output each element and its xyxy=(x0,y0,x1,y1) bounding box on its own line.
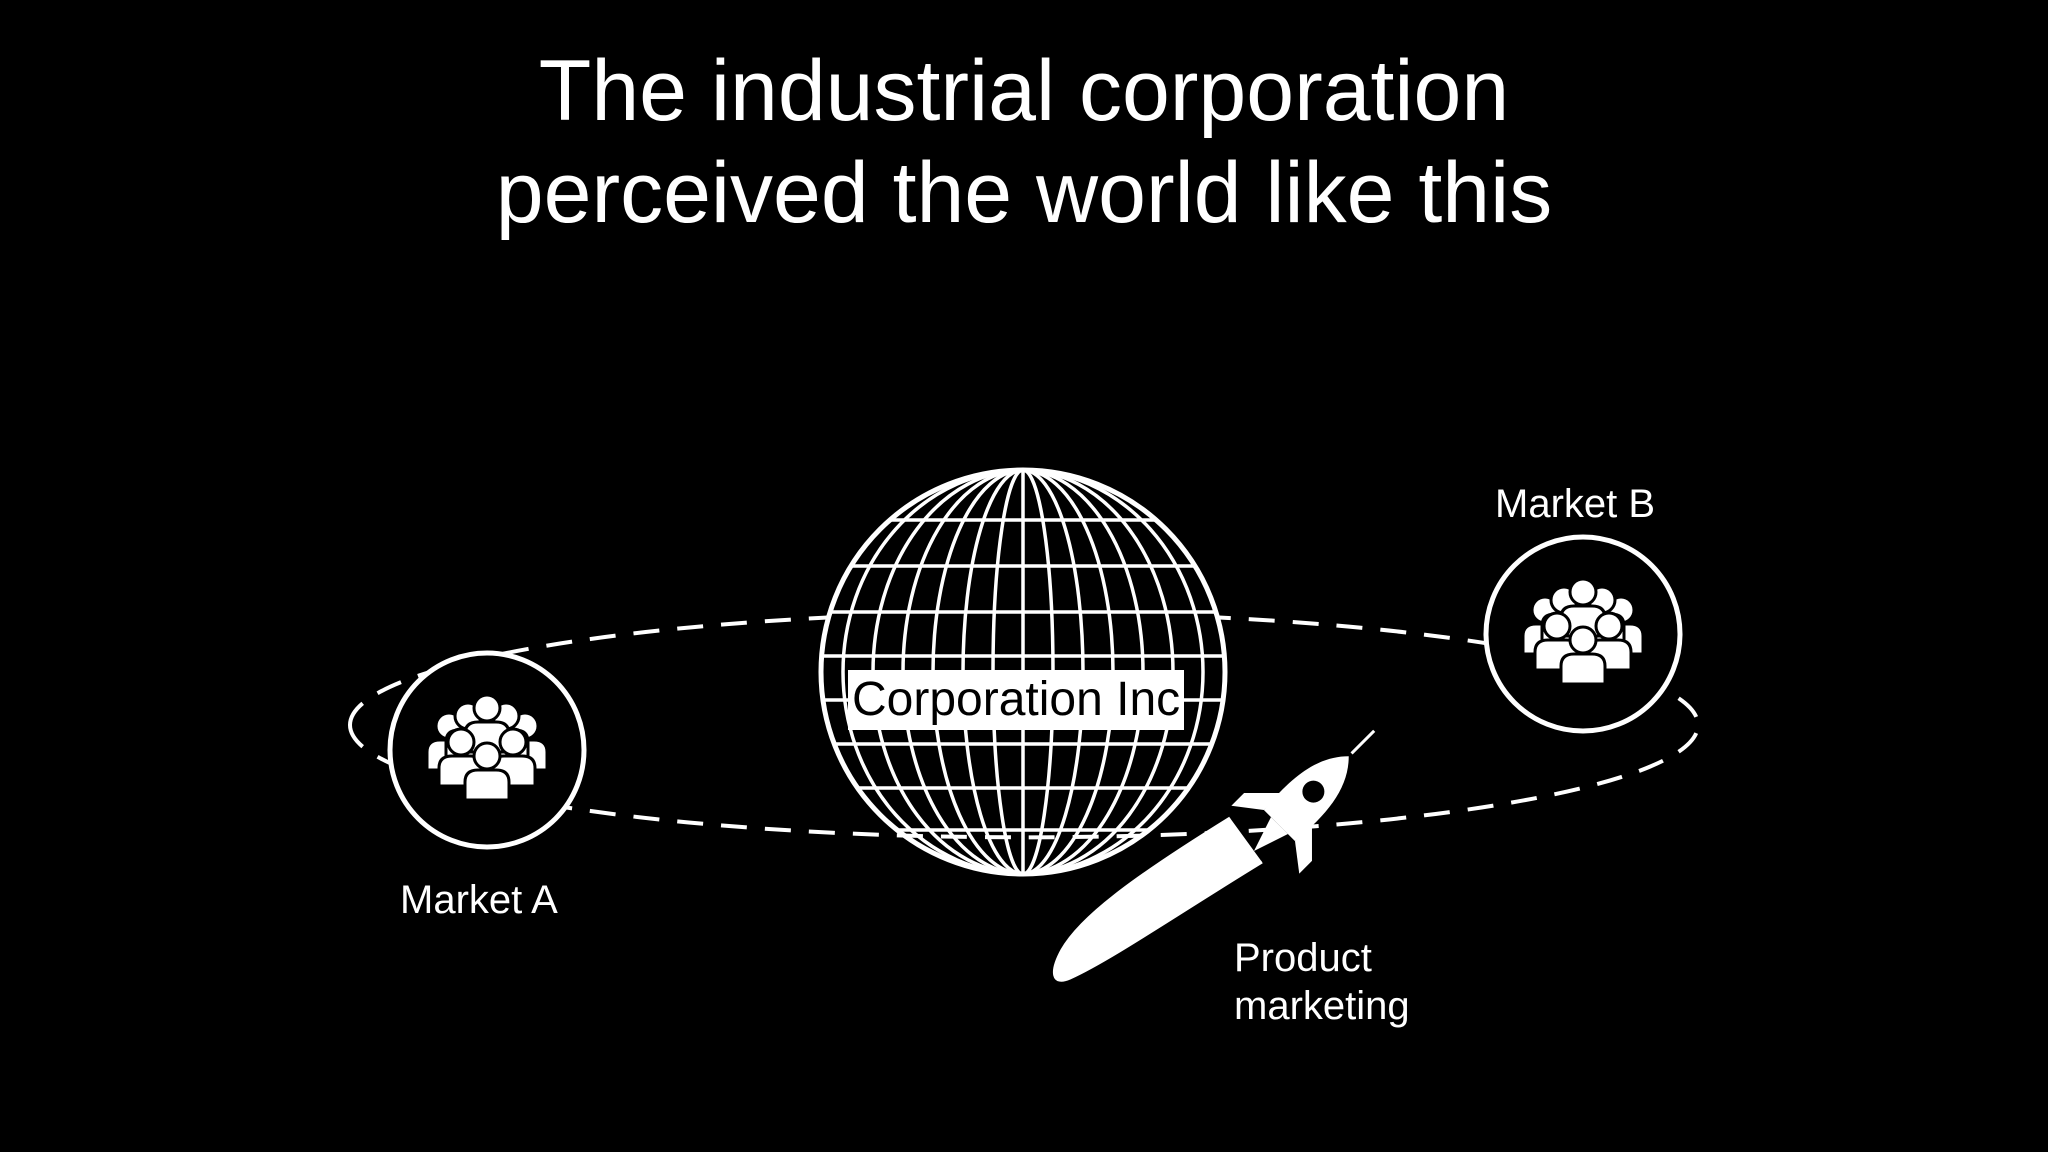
title-line-1: The industrial corporation xyxy=(538,43,1510,139)
corporation-label: Corporation Inc xyxy=(848,670,1185,730)
rocket-trail-path xyxy=(1053,816,1263,982)
rocket-icon xyxy=(1231,729,1376,874)
market-a-node xyxy=(387,650,587,850)
market-b-node xyxy=(1483,534,1683,734)
market-a-label: Market A xyxy=(400,878,558,922)
product-marketing-label: Product marketing xyxy=(1234,934,1410,1030)
title-line-2: perceived the world like this xyxy=(495,145,1553,241)
market-b-label: Market B xyxy=(1495,482,1656,526)
slide-title: The industrial corporation perceived the… xyxy=(0,40,2048,244)
product-marketing-line-2: marketing xyxy=(1234,984,1410,1028)
product-marketing-line-1: Product xyxy=(1234,936,1372,980)
